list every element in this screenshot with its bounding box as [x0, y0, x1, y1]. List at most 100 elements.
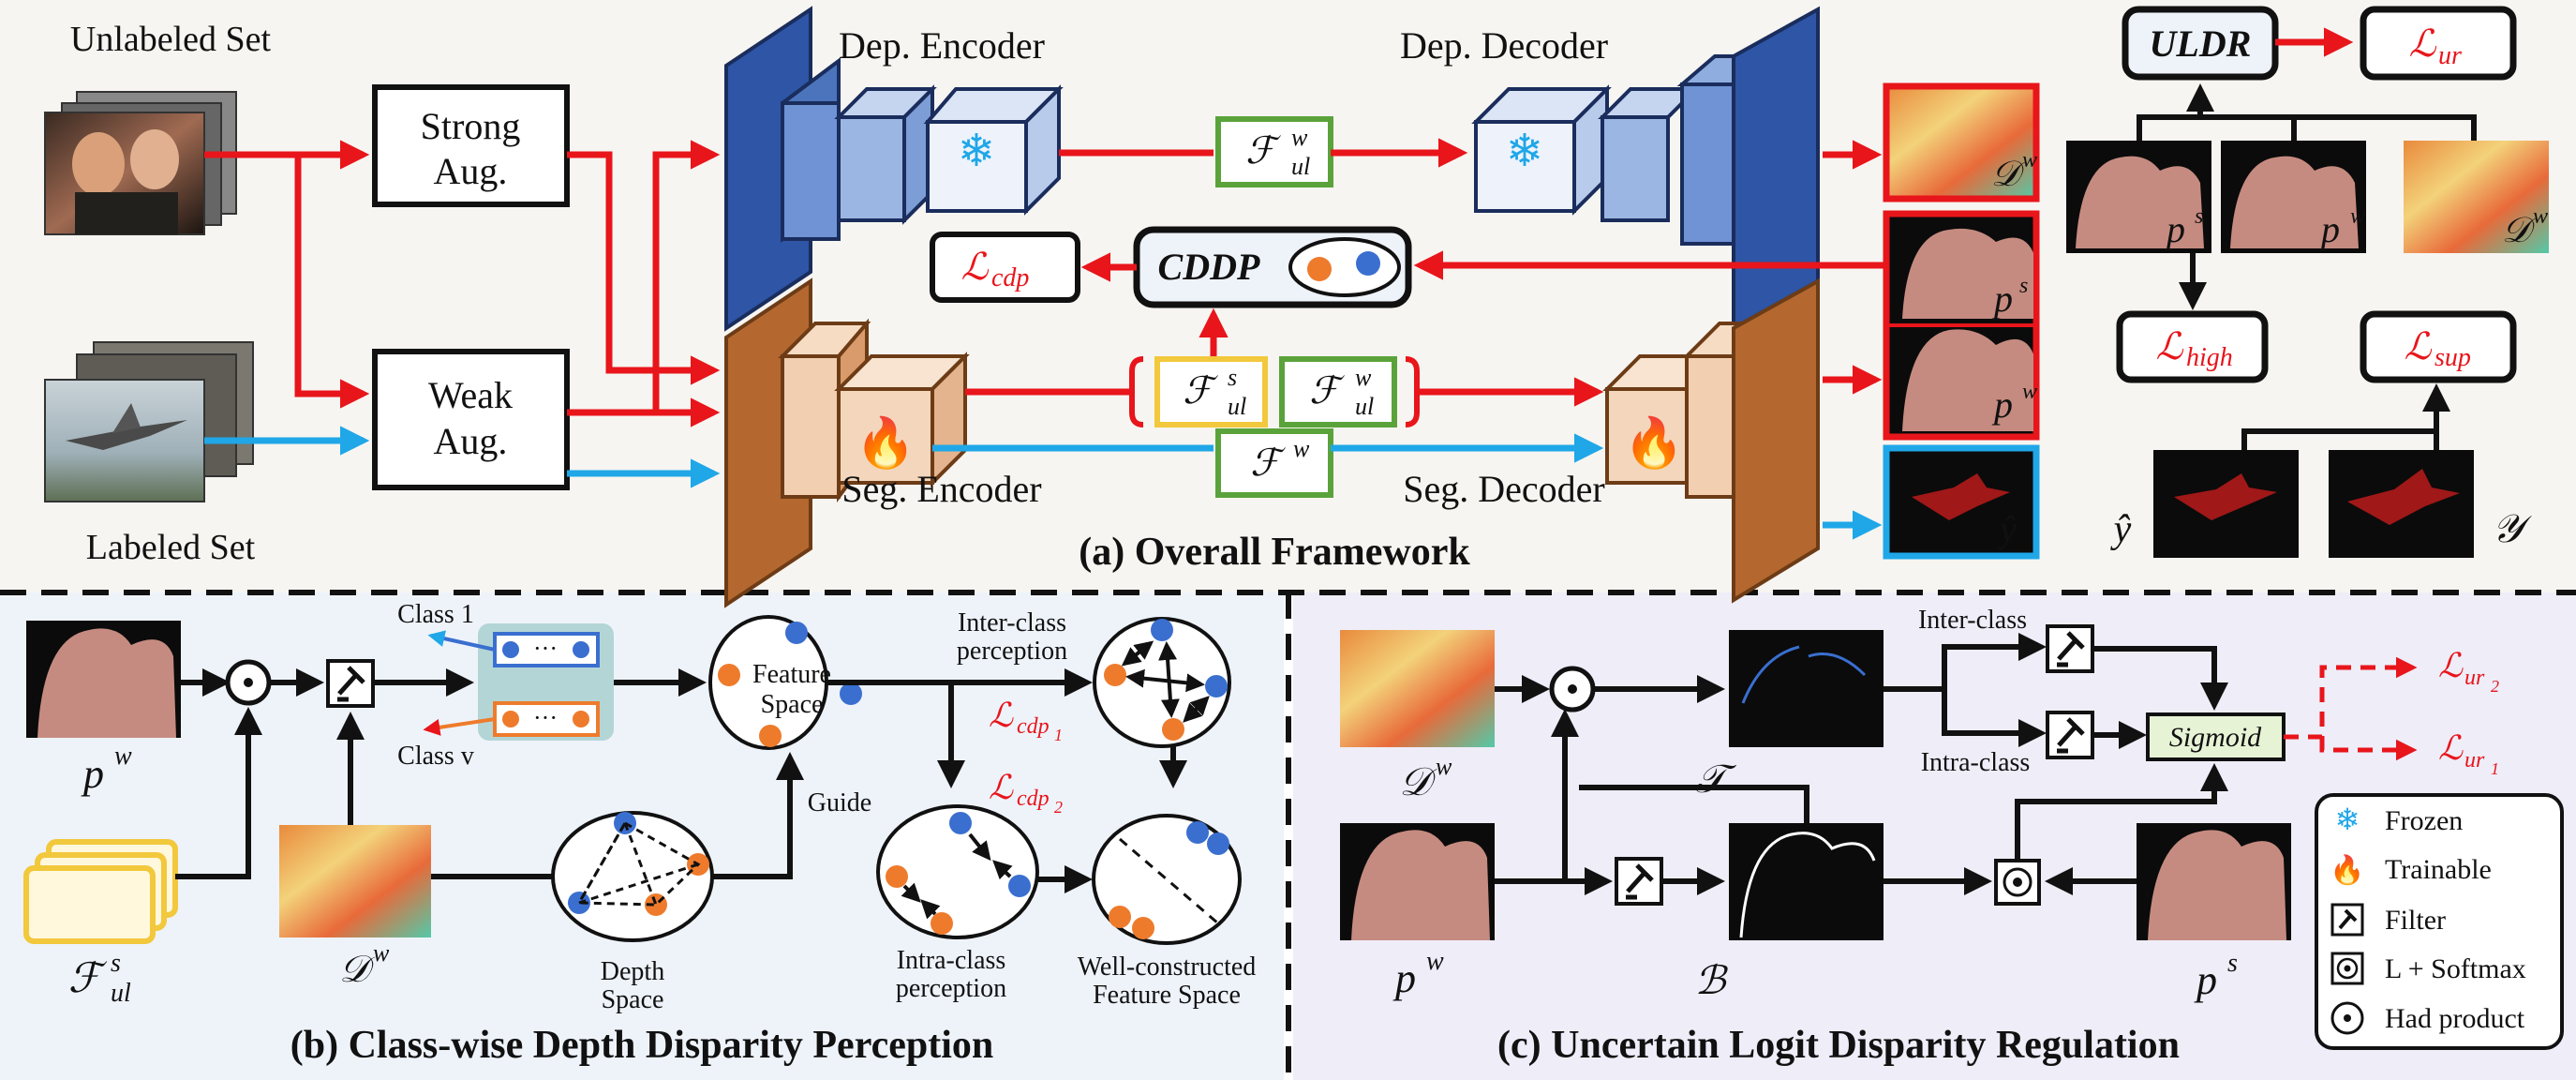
bracket-left — [1129, 356, 1144, 428]
seg-decoder — [1602, 278, 1820, 604]
gavel-icon-shape — [2057, 631, 2085, 668]
labeled-image-stack — [44, 341, 254, 502]
loss-cdp1-sub: cdp — [1017, 714, 1050, 739]
loss-cdp2-subsub: 2 — [1054, 798, 1063, 817]
panel-c-dw-sup: w — [1436, 753, 1452, 780]
feature-dot — [718, 664, 740, 686]
dep-decoder — [1471, 6, 1820, 332]
legend-filter: Filter — [2385, 905, 2446, 936]
dep-encoder-label: Dep. Encoder — [839, 24, 1045, 67]
blue-class-dot — [1356, 251, 1380, 276]
class-v-pointer — [423, 717, 496, 736]
feature-f-ul-s-box — [1154, 356, 1268, 428]
uldr-dw-image — [2404, 141, 2549, 253]
uldr-ps-sup: s — [2195, 204, 2203, 229]
loss-ur2-subsub: 2 — [2491, 677, 2499, 696]
panel-b-depth-image — [279, 825, 431, 938]
depth-guide-arrow — [712, 752, 804, 879]
loss-ur1-subsub: 1 — [2491, 759, 2499, 778]
well-dot — [1132, 917, 1154, 939]
legend-box — [2315, 793, 2564, 1050]
class-1-pointer — [427, 630, 496, 652]
loss-ur-box — [2360, 6, 2517, 81]
uldr-pw-mask — [2230, 156, 2359, 248]
loss-cdp2: ℒ — [989, 769, 1014, 806]
class-v-dot — [502, 711, 519, 728]
b-map-image — [1729, 823, 1884, 940]
inter-dot — [1162, 718, 1184, 741]
feature-f-ul-w-mid-sup: w — [1355, 364, 1372, 391]
c-inter-class-label: Inter-class — [1918, 606, 2027, 635]
output-dw-sup: w — [2022, 148, 2037, 172]
feature-f-ul-w-box-top — [1215, 116, 1333, 188]
t-to-intra-arrow — [1942, 689, 2047, 747]
class-1-dots: ··· — [533, 635, 558, 662]
weak-aug-label-line2: Aug. — [434, 420, 508, 462]
panel-c-ps: p — [2194, 957, 2217, 1003]
decision-boundary — [1119, 837, 1219, 925]
feature-f-ul-w-top-sup: w — [1291, 124, 1308, 151]
panel-a-title: (a) Overall Framework — [1079, 531, 1470, 574]
inter-class-label-line1: Inter-class — [958, 608, 1066, 638]
weak-aug-box — [372, 349, 570, 490]
flame-icon: 🔥 — [856, 414, 916, 471]
panel-b-feature-stack — [23, 839, 178, 944]
unlabeled-set-label: Unlabeled Set — [70, 20, 272, 59]
uldr-pw: p — [2318, 208, 2340, 250]
feature-space-label-line2: Space — [761, 690, 824, 719]
output-arrows — [1823, 140, 1883, 540]
t-map-image — [1729, 630, 1884, 747]
pw-branch-to-b — [1579, 785, 1809, 823]
sigmoid-label: Sigmoid — [2169, 722, 2262, 753]
cddp-label: CDDP — [1158, 246, 1260, 288]
depth-space-label-line1: Depth — [601, 957, 664, 986]
flame-icon: 🔥 — [2330, 853, 2364, 886]
loss-high-box — [2116, 310, 2269, 383]
loss-cdp1: ℒ — [989, 697, 1014, 734]
seg-encoder-label: Seg. Encoder — [841, 468, 1041, 510]
intra-class-ellipse — [876, 804, 1039, 939]
intra-dot — [886, 865, 908, 888]
loss-cdp-box — [930, 232, 1080, 303]
legend-trainable: Trainable — [2385, 854, 2492, 885]
t-to-inter-arrow — [1884, 633, 2047, 692]
feature-f-ul-s-sub: ul — [1228, 393, 1246, 420]
yhat-label: ŷ — [2110, 508, 2132, 551]
yhat-mask — [2174, 473, 2277, 520]
output-depth-map — [1883, 82, 2040, 202]
gavel-icon-shape — [2338, 908, 2358, 930]
feature-f-w-box — [1215, 428, 1333, 498]
snowflake-icon: ❄ — [1506, 127, 1543, 176]
class-v-label: Class v — [397, 742, 474, 771]
class-v-dots: ··· — [533, 704, 558, 731]
well-constructed-label-line2: Feature Space — [1093, 981, 1241, 1010]
well-dot — [1186, 821, 1209, 844]
c-intra-class-label: Intra-class — [1921, 748, 2031, 777]
panel-c-ps-sup: s — [2227, 949, 2238, 978]
feature-dot — [840, 682, 862, 705]
loss-ur-sub: ur — [2438, 41, 2462, 70]
had-product-dot — [1568, 684, 1577, 694]
panel-b-fs-sub: ul — [111, 979, 131, 1008]
gavel-icon-shape — [337, 666, 365, 702]
panel-c-ps-mask — [2148, 830, 2286, 940]
loss-high-sub: high — [2186, 343, 2233, 372]
intra-class-label-line1: Intra-class — [897, 946, 1006, 975]
loss-sup-sub: sup — [2435, 343, 2471, 372]
seg-decoder-label: Seg. Decoder — [1403, 468, 1604, 510]
class-1-label: Class 1 — [397, 600, 474, 629]
output-yhat: ŷ — [1996, 508, 2017, 550]
output-plane-mask — [1912, 473, 2010, 520]
gavel-icon-shape — [2057, 717, 2085, 754]
depth-relations — [576, 820, 701, 907]
circled-dot-center — [2344, 1014, 2351, 1022]
fs-to-product-arrow — [175, 707, 262, 879]
gavel-icon-shape — [1626, 863, 1654, 900]
loss-ur2: ℒ — [2438, 647, 2464, 684]
intra-attraction-arrows — [901, 832, 1013, 920]
uldr-input-bracket — [2137, 114, 2477, 141]
cddp-class-ellipse — [1288, 237, 1401, 297]
loss-cdp2-sub: cdp — [1017, 787, 1050, 811]
loss-cdp-sub: cdp — [991, 263, 1029, 292]
weak-aug-label-line1: Weak — [428, 374, 513, 416]
